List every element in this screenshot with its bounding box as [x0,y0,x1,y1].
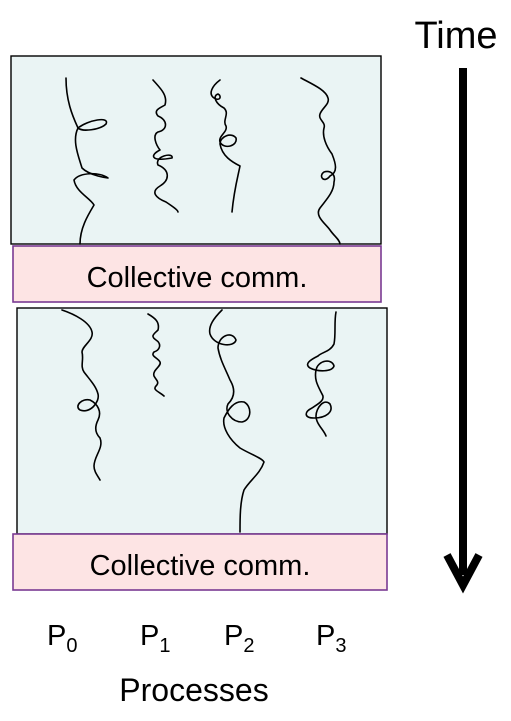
process-threads-phase-2 [61,309,337,533]
processes-axis-label: Processes [119,672,268,708]
thread-p1-phase-2 [147,313,165,397]
thread-p3-phase-1 [300,77,341,245]
time-arrow-head [443,553,483,594]
comm-box-2 [12,533,388,591]
thread-p2-phase-1 [210,79,241,213]
comm-label-2: Collective comm. [90,550,311,582]
process-label-p3: P3 [316,620,346,657]
collective-comm-1: Collective comm. [12,245,382,303]
process-threads-phase-1 [65,77,341,245]
time-arrow [443,68,483,594]
thread-p0-phase-2 [61,309,102,481]
process-label-p2: P2 [224,620,254,657]
thread-p0-phase-1 [65,77,109,245]
compute-phase-1 [10,55,382,245]
thread-p1-phase-1 [152,79,179,213]
collective-comm-2: Collective comm. [12,533,388,591]
compute-phase-2 [16,307,388,535]
comm-box-1 [12,245,382,303]
thread-p3-phase-2 [305,311,337,437]
process-label-p1: P1 [140,620,170,657]
comm-label-1: Collective comm. [87,262,308,294]
process-label-p0: P0 [47,620,77,657]
time-label: Time [414,15,497,57]
compute-box-2 [16,307,388,535]
thread-p2-phase-2 [208,309,265,533]
process-labels: P0 P1 P2 P3 [47,620,346,657]
